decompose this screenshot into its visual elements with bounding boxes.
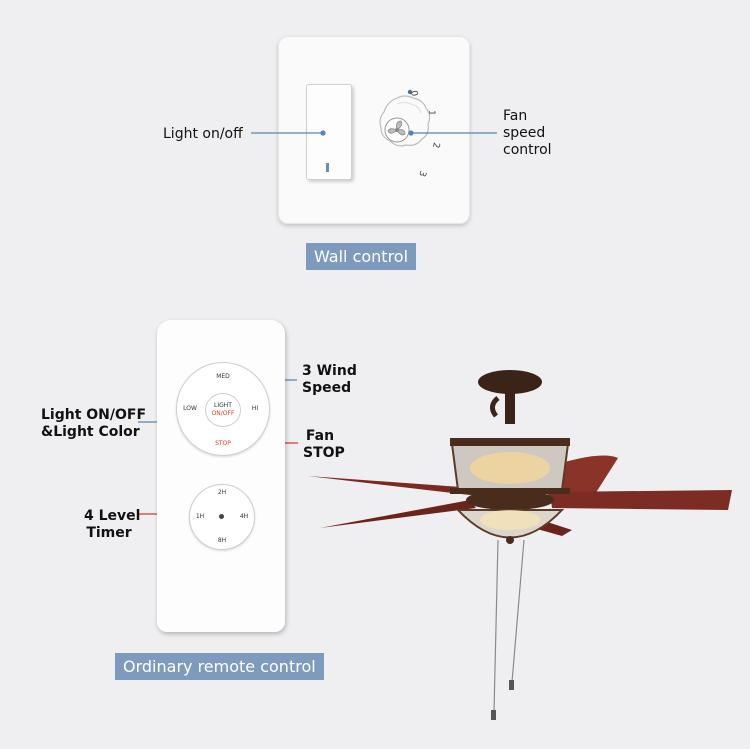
speed-button-pad: MED LOW HI LIGHT ON/OFF STOP (176, 362, 270, 456)
timer-label: 4 Level Timer (84, 508, 141, 541)
light-button-label: LIGHT (214, 402, 232, 409)
light-rocker-switch[interactable] (306, 84, 352, 180)
knob-mark-1: 1 (426, 110, 436, 116)
knob-pointer-dot (407, 89, 413, 95)
fan-speed-knob-area: 0 1 2 3 (379, 89, 441, 178)
onoff-button-label: ON/OFF (211, 410, 235, 417)
knob-mark-2: 2 (430, 141, 441, 148)
ceiling-fan-image (308, 370, 732, 720)
fan-blade-left-lower (320, 500, 476, 528)
fan-canopy (478, 370, 542, 394)
fan-stop-label: Fan STOP (303, 428, 345, 461)
timer-center-dot (219, 514, 224, 519)
fan-icon (384, 117, 410, 143)
rocker-indicator (326, 163, 329, 172)
wind-speed-label: 3 Wind Speed (302, 363, 357, 396)
light-onoff-label: Light on/off (163, 126, 243, 142)
knob-mark-0: 0 (408, 90, 419, 98)
fan-motor-housing (466, 490, 554, 510)
remote-control-tag: Ordinary remote control (115, 653, 324, 680)
med-button[interactable]: MED (216, 373, 230, 380)
light-color-label: Light ON/OFF &Light Color (41, 407, 147, 440)
low-button[interactable]: LOW (183, 405, 197, 412)
fan-pointer-dot (408, 130, 414, 136)
light-button[interactable]: LIGHT ON/OFF (205, 393, 241, 427)
hi-button[interactable]: HI (251, 405, 259, 412)
timer-8h-button[interactable]: 8H (217, 537, 227, 544)
stop-button[interactable]: STOP (215, 440, 231, 447)
fan-speed-label: Fan speed control (503, 108, 552, 158)
fan-downrod (505, 390, 515, 424)
pull-chain-left[interactable] (493, 539, 499, 713)
knob-mark-3: 3 (416, 169, 427, 178)
fan-blade-right (550, 490, 732, 510)
timer-4h-button[interactable]: 4H (239, 513, 249, 520)
timer-1h-button[interactable]: 1H (195, 513, 205, 520)
wall-control-tag: Wall control (306, 243, 417, 270)
remote-control: MED LOW HI LIGHT ON/OFF STOP 2H 1H 4H 8H (157, 320, 285, 632)
fan-blade-left-upper (308, 476, 478, 496)
timer-2h-button[interactable]: 2H (217, 489, 227, 496)
timer-button-pad: 2H 1H 4H 8H (189, 484, 255, 550)
pull-chain-right[interactable] (511, 539, 525, 683)
light-pointer-dot (320, 130, 326, 136)
